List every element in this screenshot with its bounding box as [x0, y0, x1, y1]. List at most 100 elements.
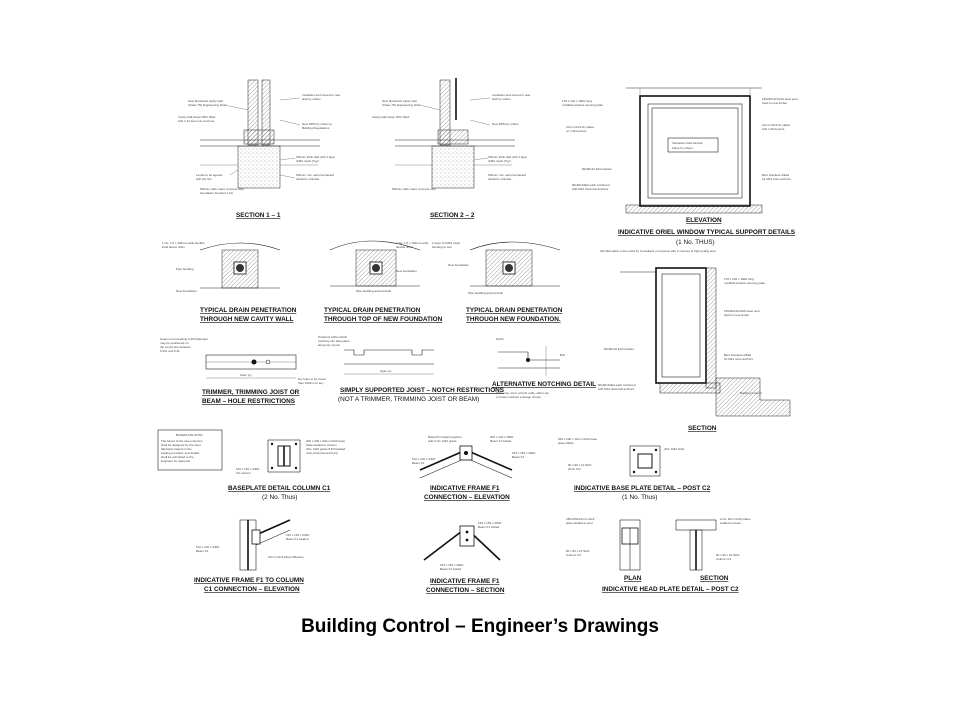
svg-text:frame by others: frame by others [672, 146, 693, 150]
svg-text:152 x 152 x 23kN: 152 x 152 x 23kN [196, 545, 219, 549]
svg-text:10mm thick fin plates: 10mm thick fin plates [762, 123, 791, 127]
svg-text:(This may occur at both ends,: (This may occur at both ends, either top [496, 391, 549, 395]
svg-text:90 x 90 x 10 SHS: 90 x 90 x 10 SHS [716, 553, 739, 557]
drain-1-title-a: TYPICAL DRAIN PENETRATION [200, 307, 297, 314]
svg-text:90x90x10 EA brackets: 90x90x10 EA brackets [582, 167, 612, 171]
svg-text:0.25L and 0.4L: 0.25L and 0.4L [160, 349, 180, 353]
svg-text:rods (chemical anchors): rods (chemical anchors) [306, 451, 338, 455]
section-label-right: SECTION [688, 425, 717, 432]
oriel-title: INDICATIVE ORIEL WINDOW TYPICAL SUPPORT … [618, 229, 796, 236]
oriel-count: (1 No. THUS) [676, 239, 715, 246]
svg-text:Span (L): Span (L) [380, 369, 392, 373]
svg-text:90x90x10 EA brackets: 90x90x10 EA brackets [604, 347, 634, 351]
svg-text:Insulation and screed to new: Insulation and screed to new [492, 93, 531, 97]
svg-text:with M12 chemical anchors: with M12 chemical anchors [598, 387, 635, 391]
svg-text:10mm thick fitted stiffeners: 10mm thick fitted stiffeners [268, 555, 304, 559]
frame-col-title-b: C1 CONNECTION – ELEVATION [204, 586, 300, 593]
baseplate-count: (2 No. Thus) [262, 494, 297, 501]
joist-title-a: SIMPLY SUPPORTED JOIST – NOTCH RESTRICTI… [340, 387, 505, 394]
svg-text:or bottom without a design che: or bottom without a design check) [496, 395, 541, 399]
svg-text:with 1:12 lean mix concrete: with 1:12 lean mix concrete [178, 119, 215, 123]
svg-text:600mm wide mass concrete strip: 600mm wide mass concrete strip [392, 187, 436, 191]
svg-text:150mm min. well compacted: 150mm min. well compacted [488, 173, 526, 177]
svg-text:on 1:3kd points: on 1:3kd points [566, 129, 587, 133]
svg-text:for M12 resin anchors: for M12 resin anchors [724, 357, 754, 361]
svg-text:4No. M16 grade 8.8 threaded: 4No. M16 grade 8.8 threaded [306, 447, 346, 451]
svg-text:along top of joist: along top of joist [318, 343, 340, 347]
svg-text:UC column: UC column [236, 471, 251, 475]
svg-text:hardcore, blinded: hardcore, blinded [296, 177, 320, 181]
svg-text:Pipe bedding around drain: Pipe bedding around drain [356, 289, 392, 293]
svg-text:600mm wide mass concrete strip: 600mm wide mass concrete strip [200, 187, 244, 191]
svg-text:with 1:3kd points: with 1:3kd points [762, 127, 785, 131]
svg-text:The bases of the steel columns: The bases of the steel columns [161, 439, 203, 443]
svg-text:1 No. 1:5 x 100mm wide flexibl: 1 No. 1:5 x 100mm wide flexible [162, 241, 205, 245]
slide-caption: Building Control – Engineer’s Drawings [301, 616, 659, 637]
svg-text:Column C2: Column C2 [716, 557, 731, 561]
svg-text:welded to beam: welded to beam [720, 521, 742, 525]
svg-text:Beam F1 bolted: Beam F1 bolted [490, 439, 512, 443]
svg-text:90x90x10EA each anchored: 90x90x10EA each anchored [598, 383, 636, 387]
base-post-count: (1 No. Thus) [622, 494, 657, 501]
svg-text:modified window opening plate: modified window opening plate [562, 103, 603, 107]
svg-text:OR alternative to be noted by: OR alternative to be noted by Consultant… [600, 249, 716, 253]
svg-text:Beam F1 bolted: Beam F1 bolted [478, 525, 500, 529]
svg-text:Bent brackets drilled: Bent brackets drilled [724, 353, 752, 357]
base-post-title: INDICATIVE BASE PLATE DETAIL – POST C2 [574, 485, 711, 492]
section-2-2-detail: New blockwork cavity wall(Class 7N) Engi… [372, 78, 531, 219]
svg-text:foundation founded 1.0m: foundation founded 1.0m [200, 191, 234, 195]
svg-text:Bolted F1 bolted together: Bolted F1 bolted together [428, 435, 462, 439]
svg-text:plate welded to column: plate welded to column [306, 443, 337, 447]
svg-text:No holes to be closer: No holes to be closer [298, 377, 326, 381]
svg-text:Beam F1: Beam F1 [512, 455, 525, 459]
svg-text:Indicative Oriel window: Indicative Oriel window [672, 141, 704, 145]
section-2-2-title: SECTION 2 – 2 [430, 212, 475, 219]
svg-text:Pipe bedding: Pipe bedding [176, 267, 194, 271]
svg-text:152 x 152 x 23kN: 152 x 152 x 23kN [512, 451, 535, 455]
svg-text:Cavity wall closer DPC filled: Cavity wall closer DPC filled [372, 115, 410, 119]
frame-elev-title-a: INDICATIVE FRAME F1 [430, 485, 500, 492]
svg-text:Pipe bedding around drain: Pipe bedding around drain [468, 291, 504, 295]
svg-text:with M12 chemical anchors: with M12 chemical anchors [572, 187, 609, 191]
svg-text:BASEPLATE NOTE: BASEPLATE NOTE [176, 433, 202, 437]
svg-text:with the SO: with the SO [196, 177, 212, 181]
svg-text:Insulation and screed to new: Insulation and screed to new [302, 93, 341, 97]
svg-text:150mm min. well compacted: 150mm min. well compacted [296, 173, 334, 177]
svg-text:than 150mm to any: than 150mm to any [298, 381, 324, 385]
svg-text:for M12 resin anchors: for M12 resin anchors [762, 177, 792, 181]
svg-text:Holes not exceeding 0.25d diam: Holes not exceeding 0.25d diameter [160, 337, 208, 341]
svg-text:150mm thick slab with 1 layer: 150mm thick slab with 1 layer [488, 155, 527, 159]
svg-text:180x150x12mm thick: 180x150x12mm thick [566, 517, 595, 521]
plan-label: PLAN [624, 575, 642, 582]
svg-text:New foundation: New foundation [176, 289, 197, 293]
svg-text:152 x 152 x 23kN: 152 x 152 x 23kN [286, 533, 309, 537]
svg-text:Engineer for approval: Engineer for approval [161, 459, 190, 463]
svg-text:loading provided, and details: loading provided, and details [161, 451, 200, 455]
svg-text:plate welded to post: plate welded to post [566, 521, 593, 525]
svg-text:152 x 152 x 23kN: 152 x 152 x 23kN [412, 457, 435, 461]
svg-text:Levels to be agreed: Levels to be agreed [196, 173, 223, 177]
svg-text:slab by others: slab by others [302, 97, 321, 101]
notch-title: ALTERNATIVE NOTCHING DETAIL [492, 381, 596, 388]
svg-text:152 x 152 x 23kN: 152 x 152 x 23kN [440, 563, 463, 567]
svg-text:Beam F1 welded: Beam F1 welded [286, 537, 309, 541]
section-1-1-title: SECTION 1 – 1 [236, 212, 281, 219]
svg-text:hardcore, blinded: hardcore, blinded [488, 177, 512, 181]
svg-text:203 x 133 x 25kN: 203 x 133 x 25kN [490, 435, 513, 439]
svg-text:the centre line between: the centre line between [160, 345, 191, 349]
svg-text:modified window opening plate: modified window opening plate [724, 281, 765, 285]
svg-text:Beam F1: Beam F1 [196, 549, 209, 553]
svg-text:1 No. 1:5 x 100mm wide: 1 No. 1:5 x 100mm wide [396, 241, 429, 245]
joist-title-b: (NOT A TRIMMER, TRIMMING JOIST OR BEAM) [338, 396, 479, 403]
svg-text:fixed to new timber: fixed to new timber [762, 101, 787, 105]
